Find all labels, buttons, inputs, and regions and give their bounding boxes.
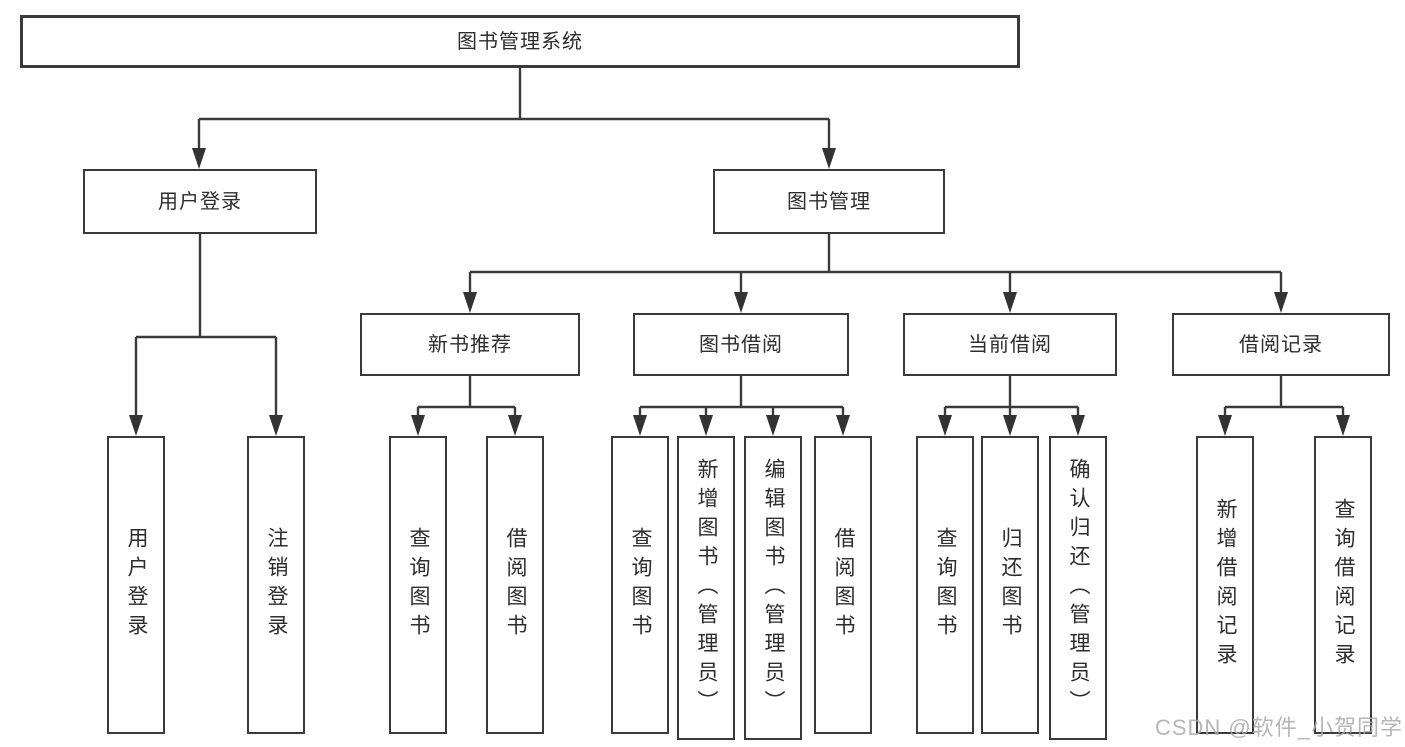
node-user-login-label: 用户登录 xyxy=(158,190,242,213)
leaf-add-books-admin: 新增图书（管理员） xyxy=(677,436,735,740)
leaf-add-books-admin-label: 新增图书（管理员） xyxy=(695,457,719,719)
leaf-query-borrow-record-label: 查询借阅记录 xyxy=(1332,498,1356,672)
node-new-book-recommend-label: 新书推荐 xyxy=(428,333,512,356)
node-book-borrowing: 图书借阅 xyxy=(633,313,849,376)
node-book-management: 图书管理 xyxy=(713,169,945,234)
leaf-user-login-label: 用户登录 xyxy=(125,527,149,643)
leaf-query-books-recommend-label: 查询图书 xyxy=(407,527,431,643)
node-borrowing-records-label: 借阅记录 xyxy=(1239,333,1323,356)
leaf-add-borrow-record-label: 新增借阅记录 xyxy=(1214,498,1238,672)
leaf-borrow-books-label: 借阅图书 xyxy=(832,527,856,643)
leaf-query-books-current-label: 查询图书 xyxy=(934,527,958,643)
leaf-confirm-return-admin-label: 确认归还（管理员） xyxy=(1067,457,1091,719)
leaf-logout-label: 注销登录 xyxy=(265,527,289,643)
leaf-borrow-books: 借阅图书 xyxy=(814,436,872,734)
node-current-borrowing: 当前借阅 xyxy=(903,313,1117,376)
leaf-add-borrow-record: 新增借阅记录 xyxy=(1196,436,1254,734)
leaf-edit-books-admin: 编辑图书（管理员） xyxy=(744,436,802,740)
node-new-book-recommend: 新书推荐 xyxy=(360,313,580,376)
leaf-query-books-borrowing-label: 查询图书 xyxy=(629,527,653,643)
node-book-management-label: 图书管理 xyxy=(787,190,871,213)
leaf-return-books: 归还图书 xyxy=(981,436,1039,734)
leaf-query-borrow-record: 查询借阅记录 xyxy=(1314,436,1372,734)
leaf-query-books-current: 查询图书 xyxy=(916,436,974,734)
leaf-confirm-return-admin: 确认归还（管理员） xyxy=(1049,436,1107,740)
leaf-query-books-recommend: 查询图书 xyxy=(389,436,447,734)
leaf-query-books-borrowing: 查询图书 xyxy=(611,436,669,734)
node-root-label: 图书管理系统 xyxy=(457,30,583,53)
leaf-return-books-label: 归还图书 xyxy=(999,527,1023,643)
leaf-borrow-books-recommend: 借阅图书 xyxy=(486,436,544,734)
node-borrowing-records: 借阅记录 xyxy=(1172,313,1390,376)
leaf-borrow-books-recommend-label: 借阅图书 xyxy=(504,527,528,643)
node-current-borrowing-label: 当前借阅 xyxy=(968,333,1052,356)
csdn-watermark: CSDN @软件_小贺同学 xyxy=(1154,715,1403,740)
node-user-login: 用户登录 xyxy=(83,169,317,234)
leaf-edit-books-admin-label: 编辑图书（管理员） xyxy=(762,457,786,719)
node-root: 图书管理系统 xyxy=(20,15,1020,68)
tree-edges xyxy=(134,68,1345,418)
leaf-user-login: 用户登录 xyxy=(107,436,165,734)
arrowheads xyxy=(129,148,1350,436)
node-book-borrowing-label: 图书借阅 xyxy=(699,333,783,356)
leaf-logout: 注销登录 xyxy=(247,436,305,734)
